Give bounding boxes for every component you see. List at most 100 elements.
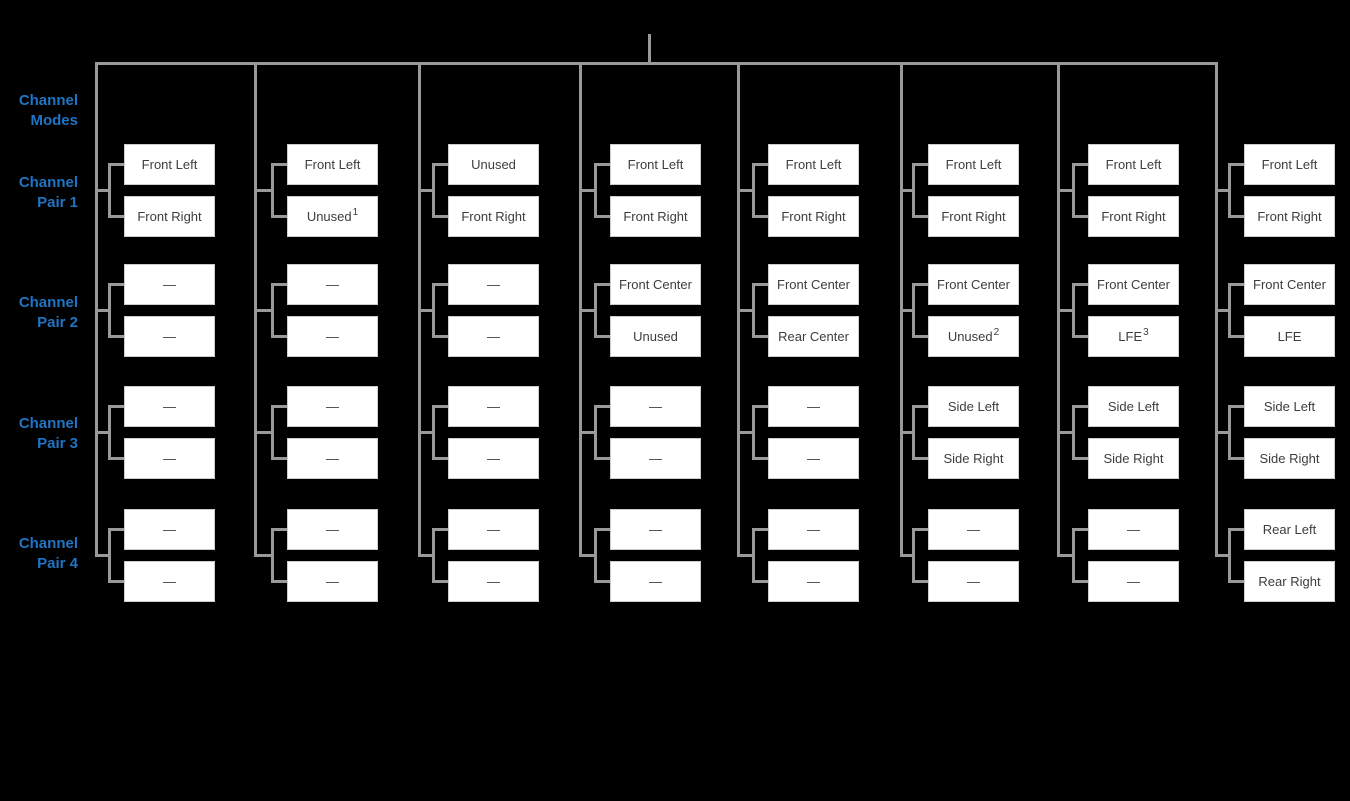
channel-box: — <box>124 316 215 357</box>
box-stub-line <box>1072 457 1088 460</box>
channel-box-label: — <box>807 574 820 589</box>
row-label-line: Channel <box>18 535 78 552</box>
box-stub-line <box>1228 215 1244 218</box>
channel-box: Side Left <box>1088 386 1179 427</box>
channel-box-label: — <box>326 399 339 414</box>
channel-box: — <box>448 561 539 602</box>
box-stub-line <box>1228 283 1244 286</box>
box-stub-line <box>432 215 448 218</box>
pair-bracket-line <box>1072 163 1075 218</box>
box-stub-line <box>1072 283 1088 286</box>
channel-box: — <box>287 386 378 427</box>
channel-box: Rear Center <box>768 316 859 357</box>
channel-box-label: — <box>487 522 500 537</box>
channel-box: — <box>768 561 859 602</box>
channel-box: Front Left <box>287 144 378 185</box>
box-stub-line <box>594 528 610 531</box>
pair-bracket-line <box>594 405 597 460</box>
pair-bracket-line <box>752 163 755 218</box>
pair-bracket-line <box>432 405 435 460</box>
channel-box-label: — <box>326 329 339 344</box>
box-stub-line <box>108 580 124 583</box>
channel-box: Front Left <box>1244 144 1335 185</box>
channel-box: Front Center <box>1244 264 1335 305</box>
box-stub-line <box>752 215 768 218</box>
channel-box-label: Front Left <box>785 157 842 172</box>
channel-box-label: Rear Center <box>778 329 849 344</box>
pair-mid-stub-line <box>254 431 274 434</box>
pair-bracket-line <box>594 528 597 583</box>
box-stub-line <box>271 163 287 166</box>
box-stub-line <box>108 528 124 531</box>
box-stub-line <box>912 580 928 583</box>
channel-box: — <box>928 509 1019 550</box>
row-label-line: Pair 2 <box>37 314 78 331</box>
channel-box-label: Front Center <box>1097 277 1170 292</box>
channel-box-label: — <box>649 522 662 537</box>
channel-box-label: Front Left <box>141 157 198 172</box>
pair-bracket-line <box>1072 283 1075 338</box>
pair-bracket-line <box>432 528 435 583</box>
channel-box: LFE <box>1244 316 1335 357</box>
channel-box-label: Rear Left <box>1262 522 1317 537</box>
channel-box-label: — <box>326 522 339 537</box>
pair-mid-stub-line <box>900 431 915 434</box>
box-stub-line <box>594 405 610 408</box>
pair-mid-stub-line <box>254 309 274 312</box>
pair-mid-stub-line <box>900 189 915 192</box>
pair-mid-stub-line <box>1057 554 1075 557</box>
channel-box-label: LFE <box>1277 329 1302 344</box>
channel-box-label: Unused <box>947 329 993 344</box>
footnote-superscript: 1 <box>352 206 359 218</box>
box-stub-line <box>271 215 287 218</box>
row-label-line: Channel <box>18 92 78 109</box>
channel-box: Rear Left <box>1244 509 1335 550</box>
channel-box: — <box>448 386 539 427</box>
box-stub-line <box>108 283 124 286</box>
box-stub-line <box>752 335 768 338</box>
pair-mid-stub-line <box>579 309 597 312</box>
box-stub-line <box>1228 580 1244 583</box>
box-stub-line <box>912 528 928 531</box>
channel-box-label: — <box>326 277 339 292</box>
box-stub-line <box>1072 405 1088 408</box>
channel-box-label: — <box>649 574 662 589</box>
channel-box-label: — <box>487 399 500 414</box>
pair-bracket-line <box>752 405 755 460</box>
channel-box-label: Front Right <box>1257 209 1322 224</box>
channel-box-label: Front Right <box>461 209 526 224</box>
channel-box: Front Right <box>1088 196 1179 237</box>
pair-mid-stub-line <box>418 189 435 192</box>
box-stub-line <box>432 283 448 286</box>
channel-box-label: — <box>807 399 820 414</box>
channel-box: Rear Right <box>1244 561 1335 602</box>
pair-mid-stub-line <box>1215 431 1231 434</box>
pair-bracket-line <box>1072 528 1075 583</box>
channel-box-label: Front Right <box>137 209 202 224</box>
box-stub-line <box>912 283 928 286</box>
channel-box: — <box>287 561 378 602</box>
pair-mid-stub-line <box>1057 189 1075 192</box>
root-trunk-line <box>648 34 651 65</box>
pair-bracket-line <box>108 163 111 218</box>
box-stub-line <box>752 457 768 460</box>
pair-bracket-line <box>1228 528 1231 583</box>
channel-box: — <box>1088 509 1179 550</box>
channel-box: — <box>768 509 859 550</box>
row-label-line: Pair 1 <box>37 194 78 211</box>
channel-box: — <box>610 386 701 427</box>
box-stub-line <box>752 163 768 166</box>
pair-mid-stub-line <box>737 554 755 557</box>
row-label-line: Channel <box>18 174 78 191</box>
box-stub-line <box>1072 163 1088 166</box>
box-stub-line <box>271 335 287 338</box>
pair-mid-stub-line <box>254 554 274 557</box>
channel-box: Front Center <box>610 264 701 305</box>
pair-bracket-line <box>752 283 755 338</box>
pair-mid-stub-line <box>579 189 597 192</box>
row-label-line: Pair 3 <box>37 435 78 452</box>
box-stub-line <box>594 283 610 286</box>
box-stub-line <box>108 215 124 218</box>
footnote-superscript: 3 <box>1143 326 1149 338</box>
